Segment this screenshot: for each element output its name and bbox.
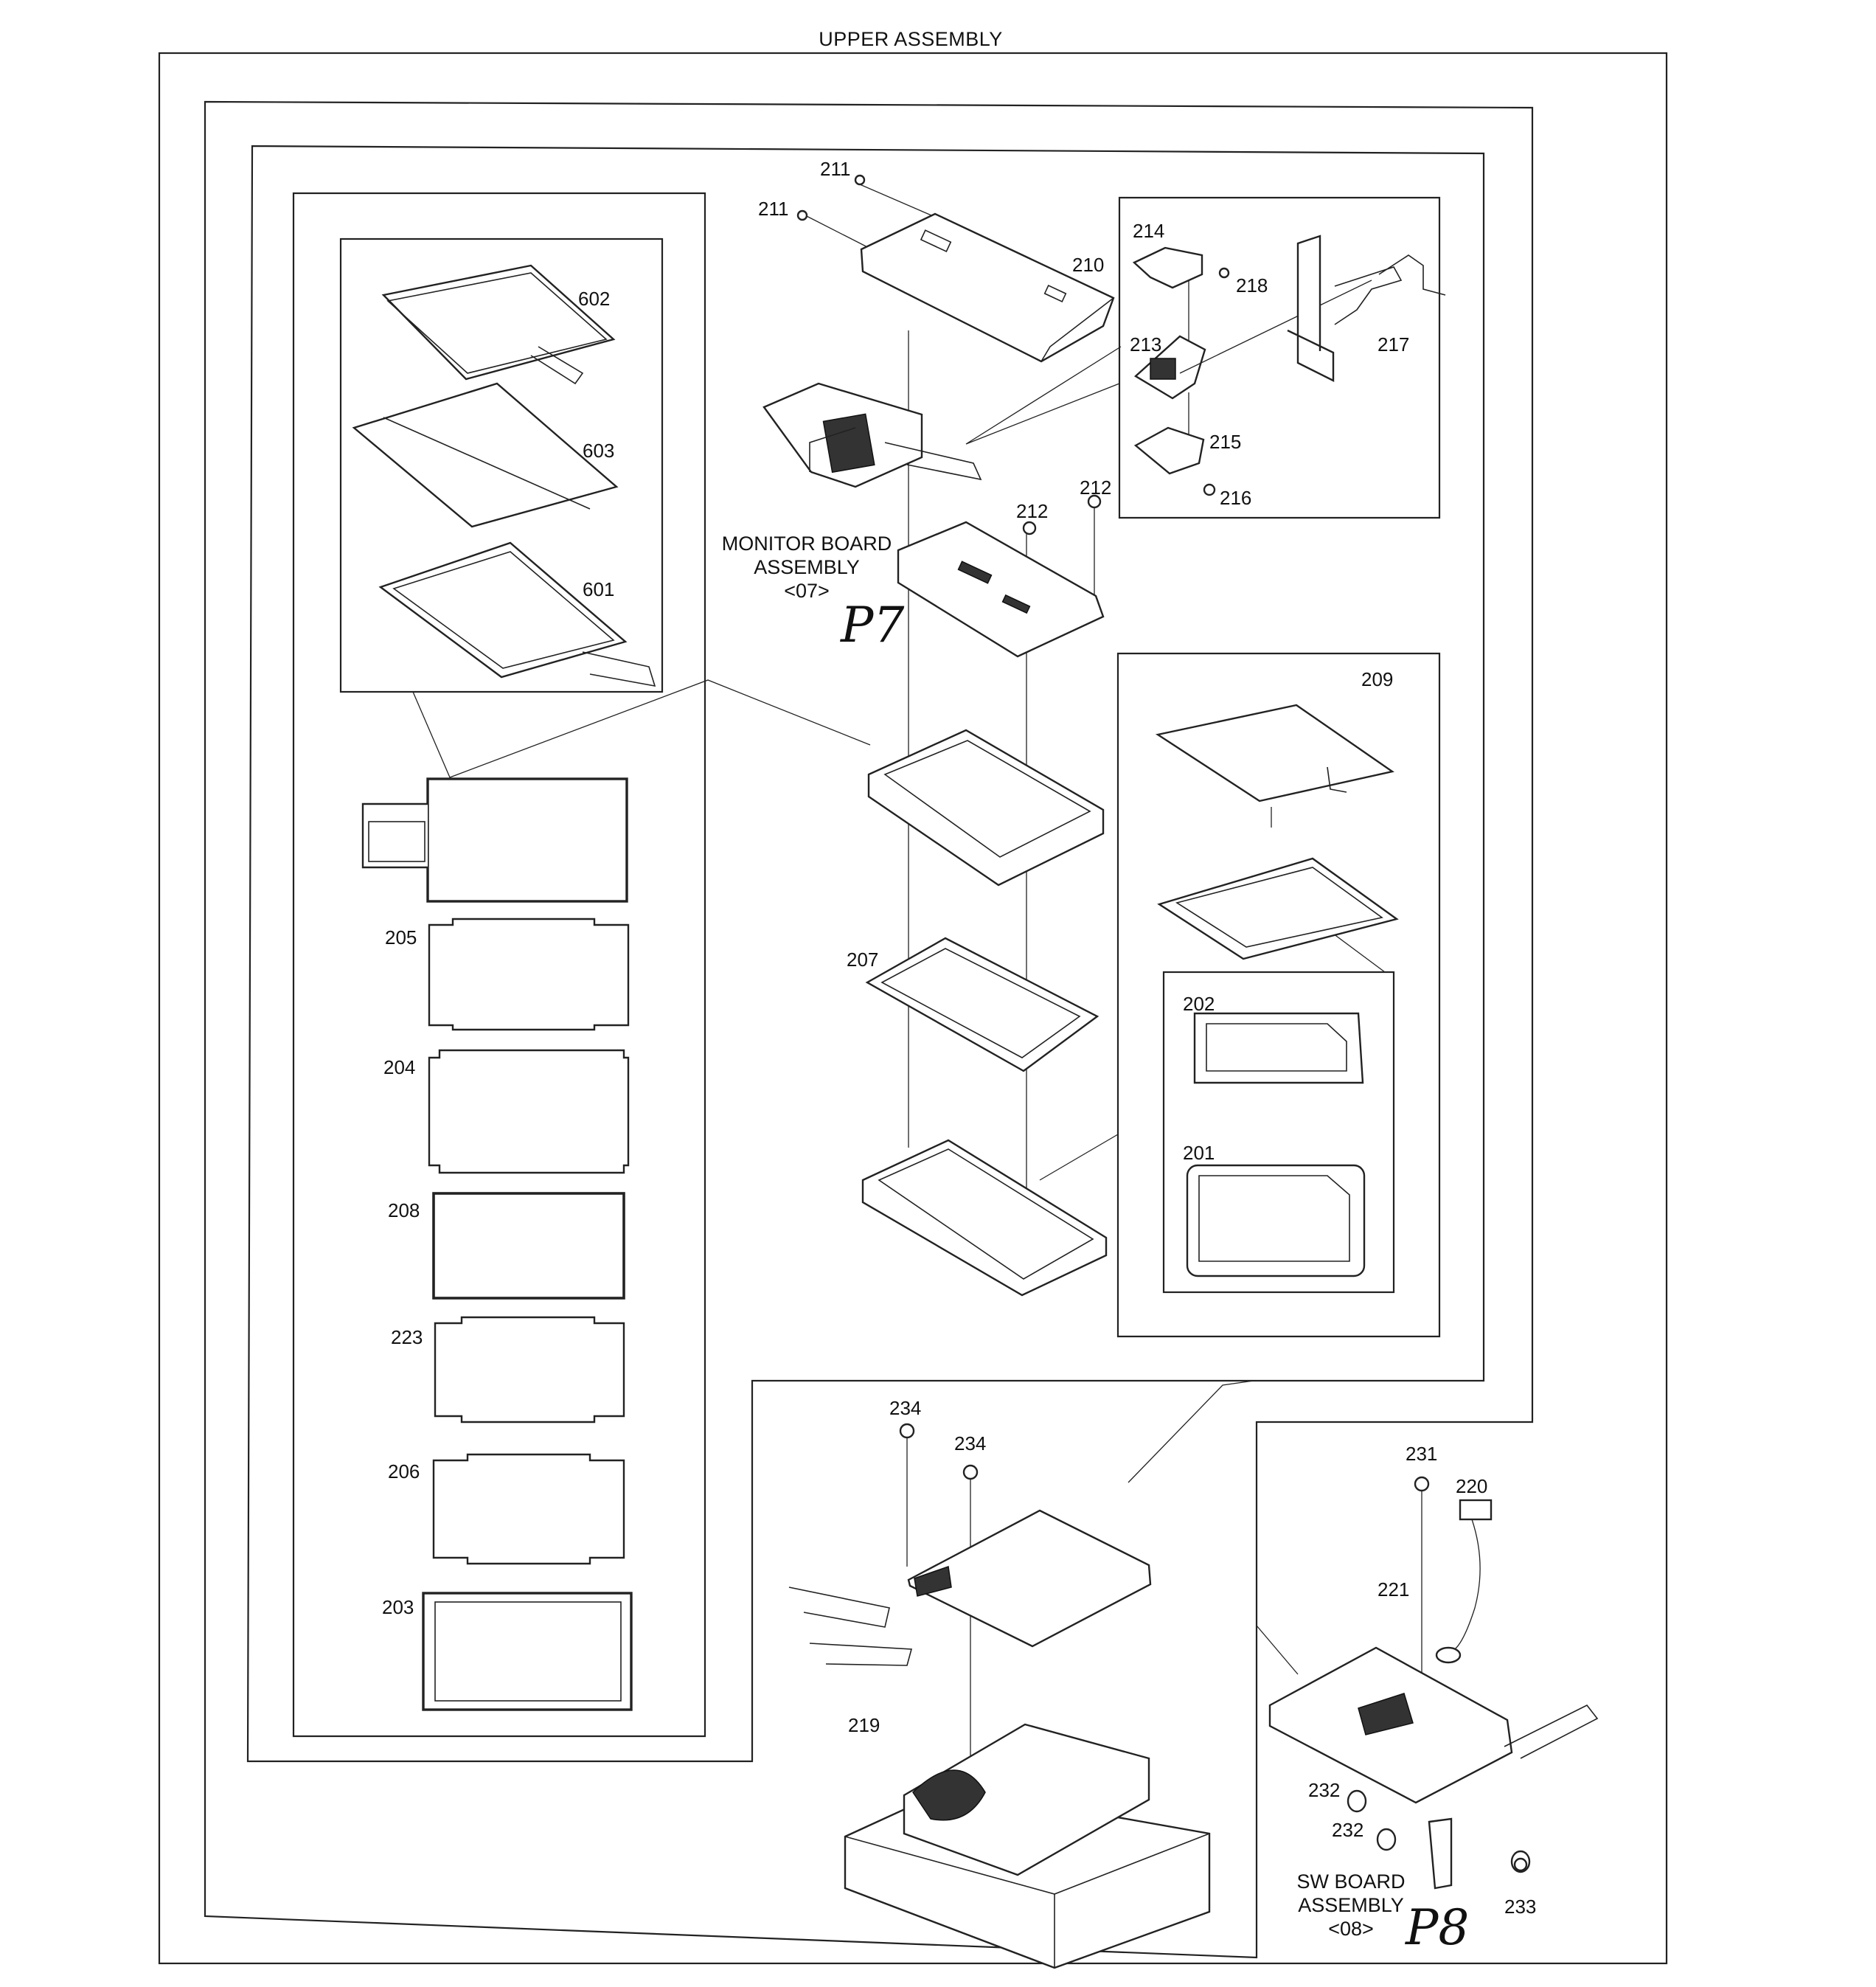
part-601-touch-panel xyxy=(378,541,656,687)
monitor-board-assembly-label: MONITOR BOARD ASSEMBLY <07> P7 xyxy=(722,533,905,653)
screw-211b xyxy=(796,209,808,221)
label-234b: 234 xyxy=(954,1432,986,1454)
frame-level-2 xyxy=(204,100,1534,1959)
screw-233 xyxy=(1513,1857,1528,1872)
label-214: 214 xyxy=(1133,220,1164,242)
callout-leader-stack xyxy=(412,679,871,778)
frame-frame-detail xyxy=(1116,652,1441,1338)
part-main-frame xyxy=(861,1139,1108,1297)
monitor-board-name-line2: ASSEMBLY xyxy=(754,556,860,578)
label-217: 217 xyxy=(1378,333,1409,356)
label-204: 204 xyxy=(383,1056,415,1078)
label-221: 221 xyxy=(1378,1578,1409,1601)
label-233: 233 xyxy=(1504,1896,1536,1918)
sw-board-code: <08> xyxy=(1328,1918,1374,1940)
callout-leader-frame xyxy=(1039,1134,1119,1181)
frame-left-stack xyxy=(292,192,706,1738)
part-206-sheet xyxy=(432,1453,625,1565)
part-205-sheet xyxy=(428,918,630,1031)
monitor-board-code: <07> xyxy=(784,580,830,602)
label-232a: 232 xyxy=(1308,1779,1340,1801)
screw-212a xyxy=(1022,521,1037,535)
label-211b: 211 xyxy=(758,198,788,220)
part-603-sheet xyxy=(352,382,619,528)
part-208-panel xyxy=(432,1192,625,1300)
part-lcd-panel xyxy=(361,777,628,903)
label-601: 601 xyxy=(583,578,614,600)
monitor-board-handwritten-page: P7 xyxy=(840,597,904,653)
screw-218 xyxy=(1218,267,1230,279)
label-212a: 212 xyxy=(1016,500,1048,522)
frame-outer xyxy=(158,52,1668,1965)
frame-level-3 xyxy=(246,145,1485,1763)
label-210: 210 xyxy=(1072,254,1104,276)
label-215: 215 xyxy=(1209,431,1241,453)
part-203-frame xyxy=(422,1592,633,1711)
label-201: 201 xyxy=(1183,1142,1215,1164)
screw-216 xyxy=(1203,483,1216,496)
label-212b: 212 xyxy=(1080,476,1111,499)
part-display-frame xyxy=(867,729,1105,887)
frame-frame-subdetail xyxy=(1162,971,1395,1294)
screen-layer-stack xyxy=(352,264,656,1711)
callout-leader-subframe xyxy=(1327,929,1386,973)
part-204-frame xyxy=(428,1049,630,1174)
part-223-sheet xyxy=(434,1316,625,1424)
frame-detail xyxy=(1155,704,1399,1277)
label-219: 219 xyxy=(848,1714,880,1736)
label-220: 220 xyxy=(1456,1475,1487,1497)
label-205: 205 xyxy=(385,926,417,949)
screw-212b xyxy=(1087,494,1102,509)
label-208: 208 xyxy=(388,1199,420,1221)
label-202: 202 xyxy=(1183,993,1215,1015)
frame-hinge-detail xyxy=(1118,196,1441,519)
part-602-sheet xyxy=(381,264,616,385)
label-602: 602 xyxy=(578,288,610,310)
outer-frames xyxy=(158,52,1668,1965)
sw-board-detail xyxy=(1268,1485,1599,1890)
sw-board-handwritten-page: P8 xyxy=(1405,1899,1469,1956)
part-monitor-hinge-block xyxy=(762,382,982,488)
sw-board-assembly-label: SW BOARD ASSEMBLY <08> P8 xyxy=(1296,1870,1469,1956)
callout-leader-sw xyxy=(1256,1625,1299,1675)
label-207: 207 xyxy=(847,949,878,971)
diagram-title: UPPER ASSEMBLY xyxy=(819,28,1003,50)
label-232b: 232 xyxy=(1332,1819,1363,1841)
label-206: 206 xyxy=(388,1460,420,1483)
label-216: 216 xyxy=(1220,487,1251,509)
screws xyxy=(796,174,1528,1872)
screw-234b xyxy=(962,1464,979,1480)
sw-board-name-line2: ASSEMBLY xyxy=(1298,1894,1404,1916)
label-213: 213 xyxy=(1130,333,1161,356)
label-223: 223 xyxy=(391,1326,423,1348)
label-203: 203 xyxy=(382,1596,414,1618)
label-603: 603 xyxy=(583,440,614,462)
screw-234a xyxy=(899,1423,915,1439)
center-stack xyxy=(762,184,1115,1297)
label-218: 218 xyxy=(1236,274,1268,297)
label-231: 231 xyxy=(1406,1443,1437,1465)
part-monitor-board xyxy=(897,521,1105,658)
monitor-board-name-line1: MONITOR BOARD xyxy=(722,533,892,555)
hinge-detail xyxy=(1132,235,1446,475)
screw-231 xyxy=(1414,1476,1430,1492)
label-209: 209 xyxy=(1361,668,1393,690)
sw-board-name-line1: SW BOARD xyxy=(1296,1870,1405,1893)
label-211a: 211 xyxy=(820,158,850,180)
callout-leader-bottom xyxy=(1128,1380,1254,1483)
part-labels: 211 211 210 214 218 213 217 215 216 212 … xyxy=(382,158,1536,1918)
label-234a: 234 xyxy=(889,1397,921,1419)
part-210-cover xyxy=(860,212,1115,363)
callout-leader-hinge xyxy=(965,346,1122,445)
bottom-assembly xyxy=(788,1434,1211,1969)
screw-211a xyxy=(854,174,866,186)
part-207-gasket xyxy=(865,937,1099,1072)
frame-screen-layers xyxy=(339,237,664,693)
